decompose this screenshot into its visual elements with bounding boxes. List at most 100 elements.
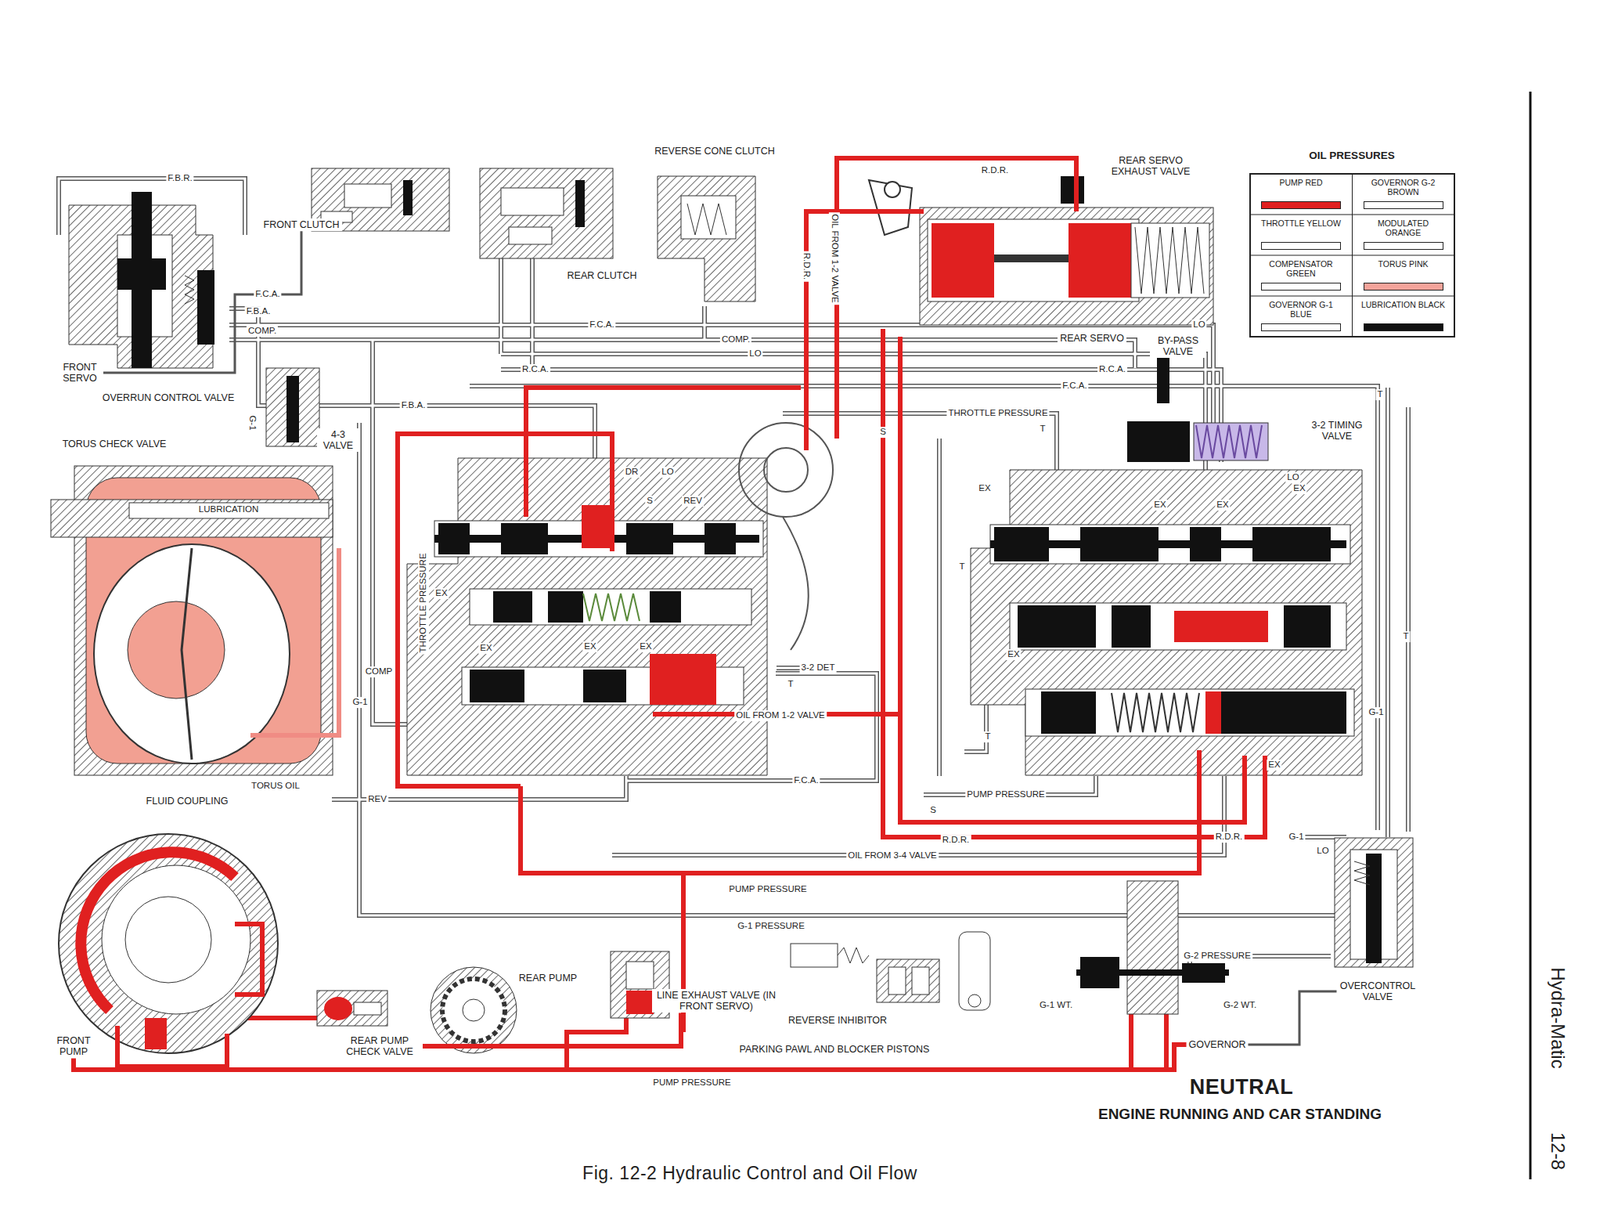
- label-box: REV: [366, 793, 389, 805]
- line-label: EX: [582, 641, 598, 653]
- legend-text: TORUS PINK: [1378, 259, 1429, 269]
- line-label: G-2 WT.: [1221, 999, 1258, 1011]
- label-box: G-1: [1366, 706, 1385, 718]
- line-label: ENGINE RUNNING AND CAR STANDING: [1096, 1105, 1384, 1124]
- component-label: LINE EXHAUST VALVE (IN FRONT SERVO): [652, 988, 782, 1013]
- label-box: R.D.R.: [1214, 831, 1245, 843]
- label-box: COMP: [363, 666, 395, 678]
- line-label: EX: [976, 482, 992, 494]
- label-box: F.C.A.: [1060, 380, 1089, 392]
- line-label: EX: [433, 587, 449, 599]
- label-box: G-2 WT.: [1221, 999, 1258, 1011]
- label-box: PUMP PRESSURE: [727, 883, 808, 895]
- component-label: REAR PUMP: [516, 971, 580, 984]
- label-box: R.C.A.: [520, 363, 551, 375]
- label-box: S: [878, 426, 888, 438]
- label-box: F.C.A.: [792, 774, 820, 786]
- part-name: LINE EXHAUST VALVE (IN FRONT SERVO): [652, 988, 782, 1013]
- legend-cell: GOVERNOR G-1 BLUE: [1250, 295, 1352, 337]
- legend-cell: LUBRICATION BLACK: [1352, 295, 1455, 337]
- label-box: G-1: [350, 696, 369, 708]
- legend-text: MODULATED ORANGE: [1359, 218, 1448, 238]
- line-label: T: [1401, 630, 1410, 642]
- line-label: Hydra-Matic: [1546, 965, 1570, 1070]
- line-label: F.B.A.: [245, 306, 273, 318]
- line-label: LUBRICATION: [197, 504, 260, 516]
- label-box: F.B.R.: [165, 172, 194, 184]
- legend-swatch: [1363, 241, 1444, 250]
- component-label: REAR PUMP CHECK VALVE: [336, 1034, 423, 1059]
- label-box: G-1 WT.: [1037, 999, 1074, 1011]
- label-box: R.C.A.: [1097, 363, 1128, 375]
- part-name: REAR CLUTCH: [565, 269, 640, 282]
- line-label: G-1 WT.: [1037, 999, 1074, 1011]
- line-label: S: [878, 426, 888, 438]
- part-name: FRONT SERVO: [56, 360, 104, 386]
- line-label: R.D.R.: [940, 834, 972, 846]
- line-label: LO: [659, 466, 675, 478]
- component-label: BY-PASS VALVE: [1149, 334, 1207, 359]
- line-label: F.C.A.: [587, 319, 616, 331]
- component-label: GOVERNOR: [1186, 1037, 1249, 1051]
- line-label: PUMP PRESSURE: [965, 789, 1046, 800]
- line-label-box: F.C.A.: [253, 288, 282, 300]
- oil-line: [422, 1012, 682, 1046]
- line-label: LO: [747, 348, 763, 360]
- figure-caption: Fig. 12-2 Hydraulic Control and Oil Flow: [580, 1162, 919, 1185]
- label-box: EX: [582, 641, 598, 653]
- component-label: REAR CLUTCH: [565, 269, 640, 282]
- part-name: REAR SERVO: [1057, 331, 1127, 345]
- component-label: FRONT PUMP: [52, 1034, 96, 1059]
- line-label: LO: [1191, 319, 1207, 331]
- legend-text: COMPENSATOR GREEN: [1257, 259, 1345, 278]
- label-box: F.C.A.: [587, 319, 616, 331]
- label-box: LO: [1285, 472, 1301, 483]
- part-name: OVERCONTROL VALVE: [1336, 979, 1420, 1004]
- label-box: R.D.R.: [940, 834, 972, 846]
- part-name: GOVERNOR: [1186, 1037, 1249, 1051]
- legend-text: LUBRICATION BLACK: [1361, 299, 1446, 310]
- line-label: EX: [1266, 759, 1282, 771]
- line-label: G-1: [1366, 706, 1385, 718]
- legend-cell: THROTTLE YELLOW: [1250, 214, 1352, 256]
- component-label: REAR SERVO: [1057, 331, 1127, 345]
- part-name: REAR PUMP CHECK VALVE: [336, 1034, 423, 1059]
- line-label: R.D.R.: [1214, 831, 1245, 843]
- line-label: T: [785, 678, 795, 690]
- line-label: F.C.A.: [792, 774, 820, 786]
- label-box: T: [1375, 389, 1384, 400]
- line-label: REV: [366, 793, 389, 805]
- label-box: THROTTLE PRESSURE: [418, 551, 429, 654]
- component-label: OVERRUN CONTROL VALVE: [100, 391, 238, 404]
- label-box: EX: [433, 587, 449, 599]
- label-box: THROTTLE PRESSURE: [946, 407, 1049, 419]
- part-name: REAR SERVO EXHAUST VALVE: [1103, 154, 1198, 179]
- line-label: EX: [1214, 499, 1230, 511]
- component-label: 3-2 TIMING VALVE: [1300, 418, 1375, 444]
- label-box: OIL FROM 3-4 VALVE: [846, 850, 939, 862]
- line-label: G-1 PRESSURE: [735, 920, 807, 932]
- line-label: R.D.R.: [980, 165, 1011, 177]
- label-box: REV: [681, 495, 704, 507]
- line-label: LO: [1315, 845, 1330, 857]
- oil-line: [103, 230, 302, 373]
- line-label: F.B.A.: [400, 400, 428, 411]
- label-box: R.D.R.: [800, 251, 812, 282]
- line-label: T: [957, 561, 966, 573]
- line-label: R.D.R.: [800, 251, 812, 282]
- label-box: ENGINE RUNNING AND CAR STANDING: [1096, 1105, 1384, 1124]
- component-label: REAR SERVO EXHAUST VALVE: [1103, 154, 1198, 179]
- component-label: FRONT SERVO: [56, 360, 104, 386]
- label-box: S: [645, 495, 655, 507]
- line-label: R.C.A.: [520, 363, 551, 375]
- component-label: REVERSE INHIBITOR: [785, 1013, 890, 1027]
- label-box: LO: [1315, 845, 1330, 857]
- part-name: FLUID COUPLING: [144, 794, 231, 808]
- line-label: T: [983, 731, 992, 743]
- legend-cell: TORUS PINK: [1352, 255, 1455, 296]
- line-label: G-1: [350, 696, 369, 708]
- label-box: F.B.A.: [245, 306, 273, 318]
- part-name: REVERSE CONE CLUTCH: [652, 144, 778, 158]
- line-label: G-1: [1286, 831, 1305, 843]
- label-box: EX: [976, 482, 992, 494]
